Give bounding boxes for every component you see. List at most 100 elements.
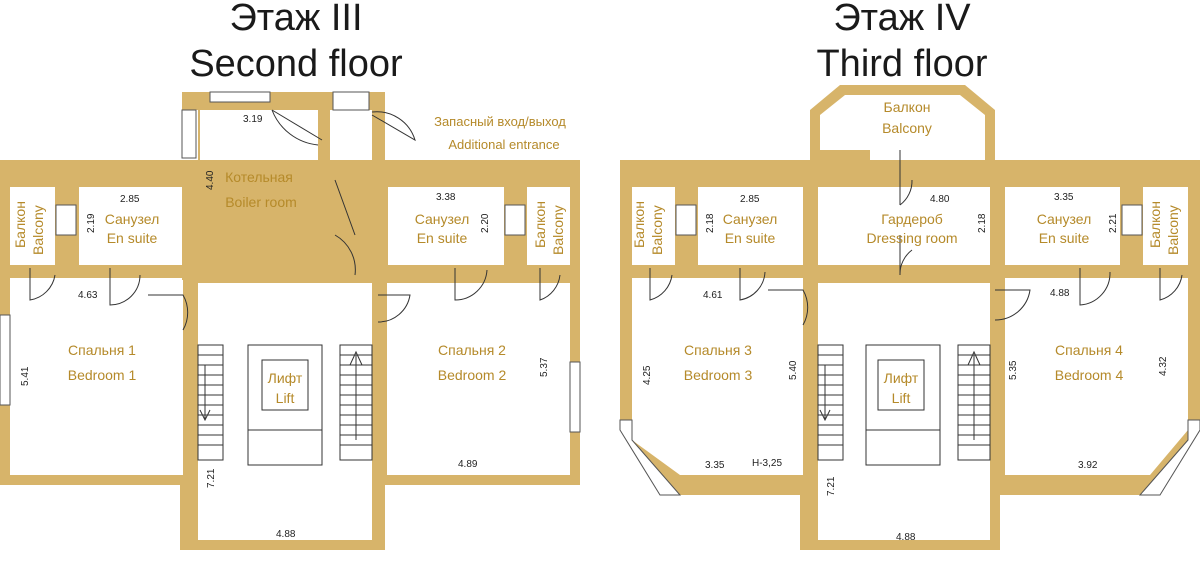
lift-shaft: Лифт Lift [247,344,323,466]
bedroom3-label-en: Bedroom 3 [684,367,753,383]
bedroom3-height: 4.25 [642,365,653,385]
door [739,268,766,301]
floor-title-en: Third floor [816,43,987,85]
stairs-right [339,344,373,461]
dressing-label-en: Dressing room [866,230,957,246]
window [0,314,11,406]
window [209,91,271,103]
balcony-top-ru: Балкон [884,99,931,115]
bedroom4-width2: 3.92 [1078,460,1098,471]
bedroom4-height2: 4.32 [1158,356,1169,376]
floor-title-ru: Этаж IV [833,0,971,39]
ensuite-right-width: 3.35 [1054,192,1074,203]
ensuite-left-width: 2.85 [740,194,760,205]
door [649,268,673,301]
door [768,289,809,326]
dressing-width: 4.80 [930,194,950,205]
bedroom3-width2: 3.35 [705,460,725,471]
ensuite-left-width: 2.85 [120,194,140,205]
ensuite-right-ru: Санузел [1037,211,1092,227]
outer-wall [620,160,1200,550]
window [332,91,370,111]
balcony-left-ru: Балкон [631,201,647,248]
balcony-right-ru: Балкон [532,201,548,248]
window [181,109,197,159]
entrance-note-en: Additional entrance [448,137,559,152]
bay-window-right [1138,419,1200,496]
bedroom2-label-en: Bedroom 2 [438,367,507,383]
wall-segment [370,160,388,280]
bedroom2-width: 4.89 [458,459,478,470]
bedroom2-height: 5.37 [539,357,550,377]
door-entrance [371,111,416,142]
balcony-left-en: Balcony [30,205,46,255]
lift-label-en: Lift [276,390,295,406]
window [569,361,581,433]
boiler-height: 4.40 [205,170,216,190]
wall-segment [182,160,202,280]
floor-title-en: Second floor [189,43,403,85]
ensuite-left-en: En suite [725,230,776,246]
lift-shaft: Лифт Lift [865,344,941,466]
stairs-left [197,344,224,461]
boiler-label-ru: Котельная [225,169,293,185]
dressing-height: 2.18 [977,213,988,233]
hall-height: 7.21 [206,468,217,488]
bedroom3-width: 4.61 [703,290,723,301]
entrance-note-ru: Запасный вход/выход [434,114,566,129]
lift-label-ru: Лифт [884,370,919,386]
balcony-left-ru: Балкон [12,201,28,248]
ensuite-right-en: En suite [1039,230,1090,246]
ensuite-left-height: 2.18 [705,213,716,233]
door [539,268,561,301]
bedroom4-height: 5.35 [1008,360,1019,380]
balcony-left-en: Balcony [649,205,665,255]
hall-width: 4.88 [896,532,916,543]
window [675,204,697,236]
outer-wall [0,160,580,550]
window [1121,204,1143,236]
door [109,268,141,306]
door [148,294,189,331]
ensuite-left-height: 2.19 [86,213,97,233]
door [377,294,411,323]
ensuite-left-ru: Санузел [723,211,778,227]
wall-segment [318,110,330,270]
bedroom3-label-ru: Спальня 3 [684,342,752,358]
bedroom4-label-ru: Спальня 4 [1055,342,1123,358]
door [454,268,488,301]
balcony-right-en: Balcony [550,205,566,255]
bedroom4-label-en: Bedroom 4 [1055,367,1124,383]
hall-height: 7.21 [826,476,837,496]
door [994,289,1031,321]
window [504,204,526,236]
bedroom1-width: 4.63 [78,290,98,301]
balcony-right-ru: Балкон [1147,201,1163,248]
balcony-right-en: Balcony [1165,205,1181,255]
door-dressing [899,235,913,276]
bedroom1-label-ru: Спальня 1 [68,342,136,358]
boiler-label-en: Boiler room [225,194,297,210]
window [55,204,77,236]
stairs-left [817,344,844,461]
door [29,268,56,301]
lift-label-en: Lift [892,390,911,406]
bedroom1-height: 5.41 [20,366,31,386]
bedroom3-ceiling: H-3,25 [752,458,782,469]
hall-width: 4.88 [276,529,296,540]
dressing-label-ru: Гардероб [881,211,943,227]
door [334,179,356,276]
ensuite-left-ru: Санузел [105,211,160,227]
balcony-top-en: Balcony [882,120,932,136]
ensuite-left-en: En suite [107,230,158,246]
door-boiler [271,109,323,146]
bedroom3-height2: 5.40 [788,360,799,380]
floor-title-ru: Этаж III [229,0,362,39]
ensuite-right-ru: Санузел [415,211,470,227]
door [1159,268,1183,301]
door [1079,268,1111,306]
door-balcony [899,150,913,206]
bedroom2-label-ru: Спальня 2 [438,342,506,358]
ensuite-right-height: 2.20 [480,213,491,233]
